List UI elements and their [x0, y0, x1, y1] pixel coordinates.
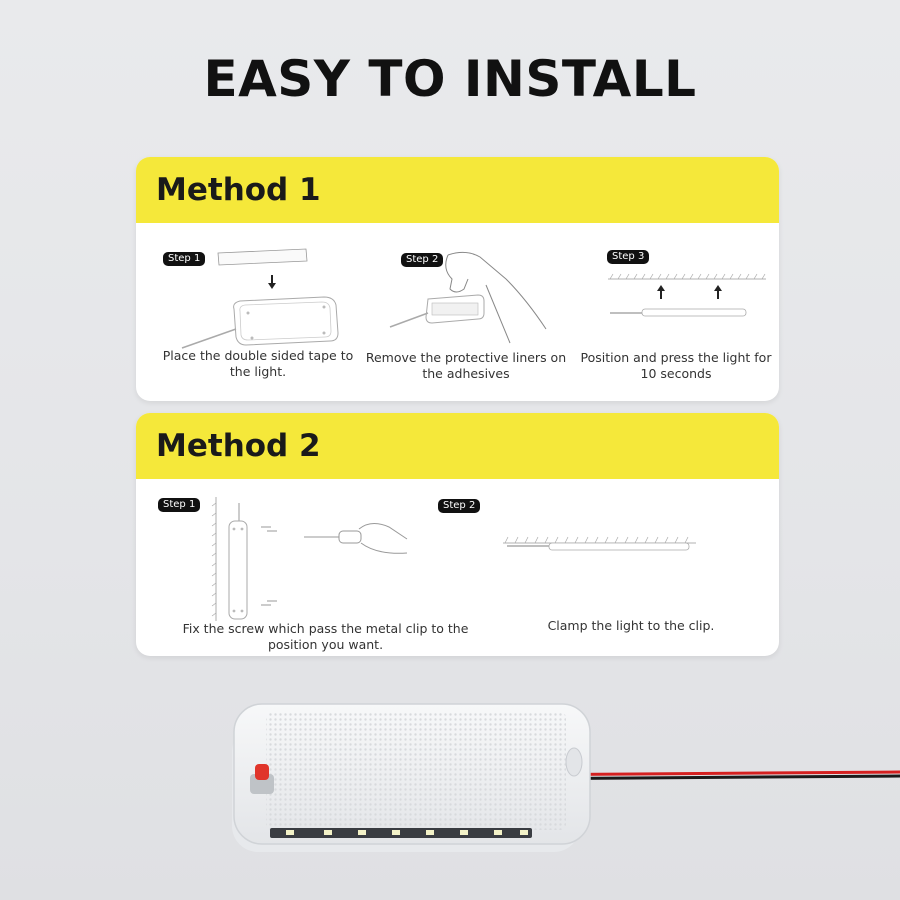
step-1-caption: Fix the screw which pass the metal clip … [182, 621, 469, 652]
step-2-badge: Step 2 [438, 499, 481, 513]
power-button[interactable] [255, 764, 269, 780]
step-1-caption: Place the double sided tape to the light… [162, 348, 354, 379]
step-1-badge: Step 1 [163, 252, 206, 266]
step-2-caption: Remove the protective liners on the adhe… [365, 350, 567, 381]
led-panel-light-image [232, 703, 900, 852]
switch-base [250, 774, 274, 794]
tape-onto-light-icon [181, 248, 339, 349]
step-2-caption: Clamp the light to the clip. [547, 618, 715, 633]
method-2-card: Method 2 Step 1 Fix the screw which pass… [136, 413, 779, 656]
press-to-ceiling-icon [608, 273, 766, 317]
step-3-caption: Position and press the light for 10 seco… [580, 350, 772, 381]
screw-clip-wall-icon [211, 497, 408, 621]
method-2-title: Method 2 [156, 428, 321, 464]
method-2-header: Method 2 [136, 413, 779, 479]
step-2-badge: Step 2 [401, 253, 444, 267]
step-1-badge: Step 1 [158, 498, 201, 512]
peel-liner-hand-icon [389, 251, 547, 344]
step-3-badge: Step 3 [607, 250, 650, 264]
page-title: EASY TO INSTALL [203, 50, 697, 108]
clamp-light-icon [503, 536, 696, 551]
method-1-title: Method 1 [156, 172, 321, 208]
method-1-card: Method 1 Step 1 Place the double sided t… [136, 157, 779, 401]
method-1-header: Method 1 [136, 157, 779, 223]
